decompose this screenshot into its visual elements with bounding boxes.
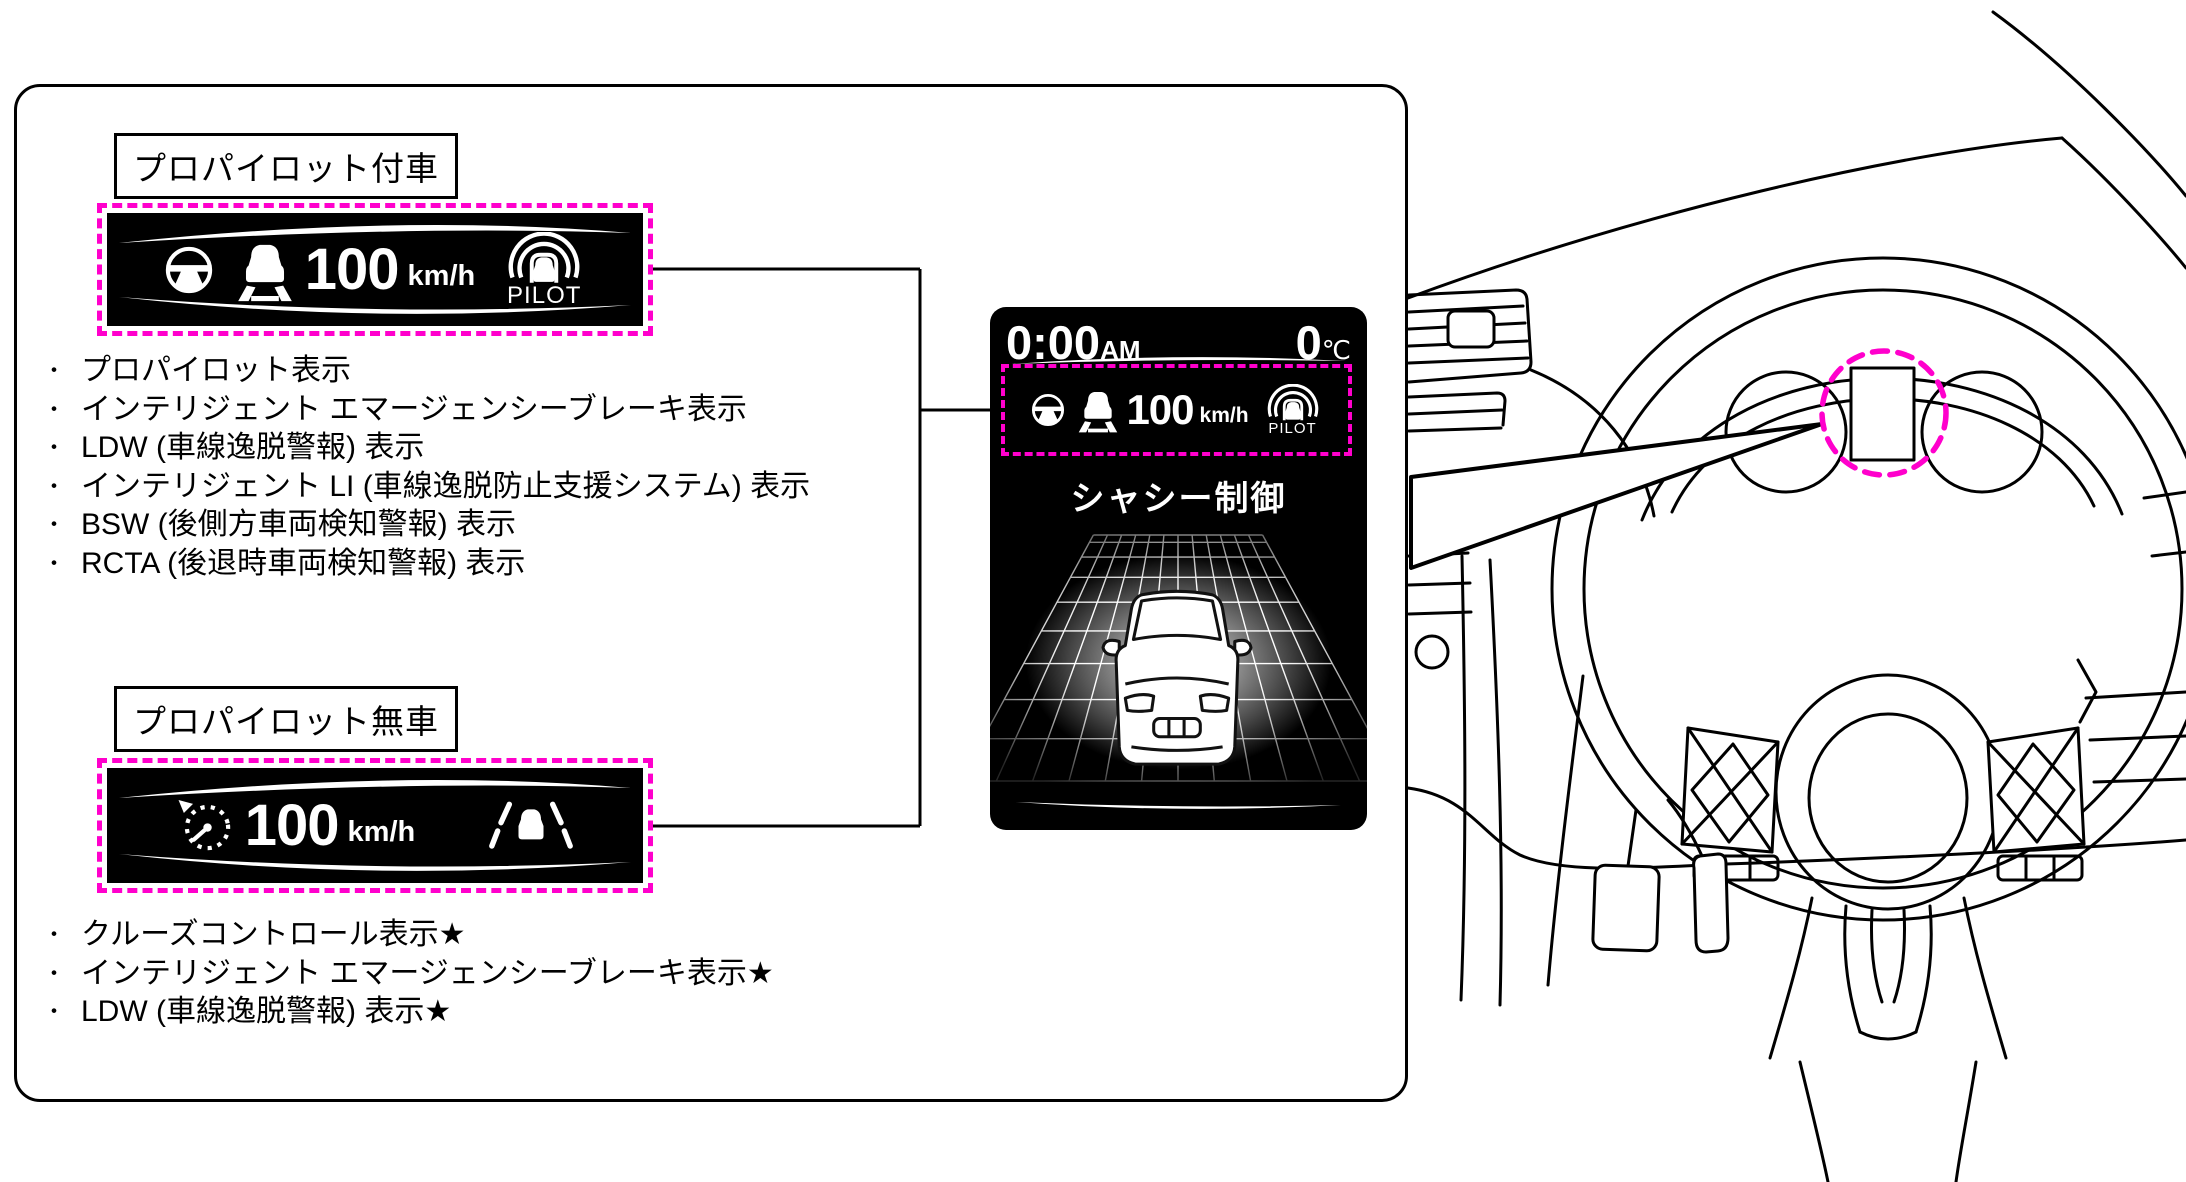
propilot-car-arcs-icon (501, 232, 587, 288)
list-item: ・インテリジェント エマージェンシーブレーキ表示 (43, 392, 747, 426)
speed-value: 100 (304, 236, 400, 302)
list-item: ・BSW (後側方車両検知警報) 表示 (43, 508, 516, 541)
list-item: ・LDW (車線逸脱警報) 表示★ (43, 995, 452, 1028)
label-without-propilot: プロパイロット無車 (114, 686, 458, 752)
cruise-feature-list: ・クルーズコントロール表示★ ・インテリジェント エマージェンシーブレーキ表示★… (43, 916, 774, 1032)
list-item: ・インテリジェント エマージェンシーブレーキ表示★ (43, 956, 774, 990)
instrument-cluster (1724, 366, 2044, 494)
vehicle-ahead-icon (237, 238, 293, 302)
pilot-label: PILOT (1268, 420, 1317, 437)
speed-value: 100 (1126, 386, 1194, 433)
list-item: ・インテリジェント LI (車線逸脱防止支援システム) 表示 (43, 469, 811, 503)
list-item: ・LDW (車線逸脱警報) 表示 (43, 431, 425, 464)
outside-temperature: 0℃ (1295, 316, 1351, 369)
right-gauge (1920, 370, 2044, 494)
speed-unit: km/h (407, 260, 476, 292)
chassis-control-title: シャシー制御 (1070, 480, 1287, 518)
cruise-hud-strip: 100 km/h (97, 758, 653, 893)
callout-wedge (1409, 422, 1824, 570)
list-item: ・クルーズコントロール表示★ (43, 918, 466, 951)
label-with-propilot: プロパイロット付車 (114, 133, 458, 199)
cluster-display (1849, 366, 1916, 462)
display-lens-curve (1012, 357, 1346, 364)
cruise-control-icon (177, 798, 235, 854)
speed-unit: km/h (347, 816, 416, 848)
steering-wheel (1550, 256, 2186, 922)
lane-departure-icon (489, 801, 573, 851)
brake-pedal (1591, 863, 1661, 953)
steering-wheel-icon (163, 244, 215, 296)
propilot-car-arcs-icon (1263, 384, 1323, 424)
wheel-hub-and-spokes (1680, 673, 2086, 1182)
vent-tab (1446, 309, 1496, 349)
dash-knob (1414, 634, 1450, 670)
propilot-icon: PILOT (1263, 384, 1323, 436)
highlight-circle (1819, 348, 1949, 478)
list-item: ・プロパイロット表示 (43, 354, 351, 387)
meter-display: 0:00AM 0℃ 100 km/h PILOT シャシー制御 (990, 307, 1367, 830)
pilot-label: PILOT (507, 281, 582, 309)
steering-wheel-icon (1030, 392, 1066, 428)
speed-unit: km/h (1199, 403, 1249, 427)
vehicle-top-illustration (1101, 589, 1253, 766)
left-gauge (1724, 370, 1848, 494)
dashboard-illustration (1406, 10, 2186, 1182)
speed-value: 100 (244, 792, 340, 858)
hud-lens-curves (119, 225, 631, 314)
hud-lens-curves (119, 780, 631, 871)
propilot-icon: PILOT (501, 232, 587, 308)
accelerator-pedal (1692, 852, 1730, 954)
propilot-hud-strip: 100 km/h PILOT (97, 203, 653, 336)
propilot-feature-list: ・プロパイロット表示 ・インテリジェント エマージェンシーブレーキ表示 ・LDW… (43, 352, 810, 583)
list-item: ・RCTA (後退時車両検知警報) 表示 (43, 546, 526, 580)
vehicle-ahead-icon (1078, 387, 1118, 433)
display-lens-curve (1016, 802, 1341, 809)
pedals (1591, 798, 1730, 954)
display-hud-strip: 100 km/h PILOT (1001, 364, 1352, 456)
